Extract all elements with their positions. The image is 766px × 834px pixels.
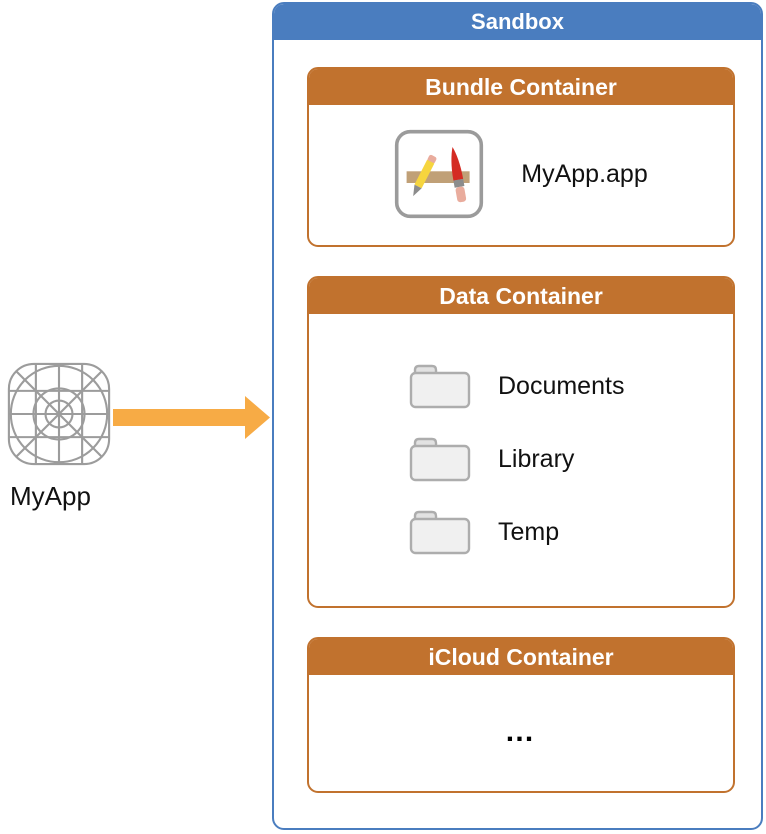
- app-icon-template: [7, 362, 111, 466]
- sandbox-title: Sandbox: [274, 4, 761, 40]
- icloud-container-title: iCloud Container: [309, 639, 733, 675]
- folder-row-temp: Temp: [409, 509, 733, 555]
- folder-icon: [409, 437, 471, 482]
- folder-icon: [409, 510, 471, 555]
- data-container-title: Data Container: [309, 278, 733, 314]
- folder-label: Library: [498, 444, 575, 473]
- bundle-container-title: Bundle Container: [309, 69, 733, 105]
- icloud-container-body: …: [309, 675, 733, 789]
- folder-label: Temp: [498, 517, 560, 546]
- sandbox-box: Sandbox Bundle Container: [272, 2, 763, 830]
- arrow-right-icon: [113, 396, 270, 439]
- bundle-app-label: MyApp.app: [521, 159, 648, 188]
- folder-icon: [409, 364, 471, 409]
- ellipsis-placeholder: …: [504, 715, 538, 748]
- pencil-glyph: [413, 154, 437, 197]
- brush-glyph: [451, 147, 467, 203]
- folder-row-library: Library: [409, 436, 733, 482]
- bundle-container-body: MyApp.app: [309, 105, 733, 243]
- myapp-app-icon: [395, 129, 484, 219]
- folder-row-documents: Documents: [409, 363, 733, 409]
- folder-label: Documents: [498, 371, 625, 400]
- data-container: Data Container Documents Library: [307, 276, 735, 608]
- data-container-body: Documents Library Temp: [309, 314, 733, 604]
- icloud-container: iCloud Container …: [307, 637, 735, 793]
- source-app-label: MyApp: [10, 481, 91, 511]
- bundle-container: Bundle Container MyApp.: [307, 67, 735, 247]
